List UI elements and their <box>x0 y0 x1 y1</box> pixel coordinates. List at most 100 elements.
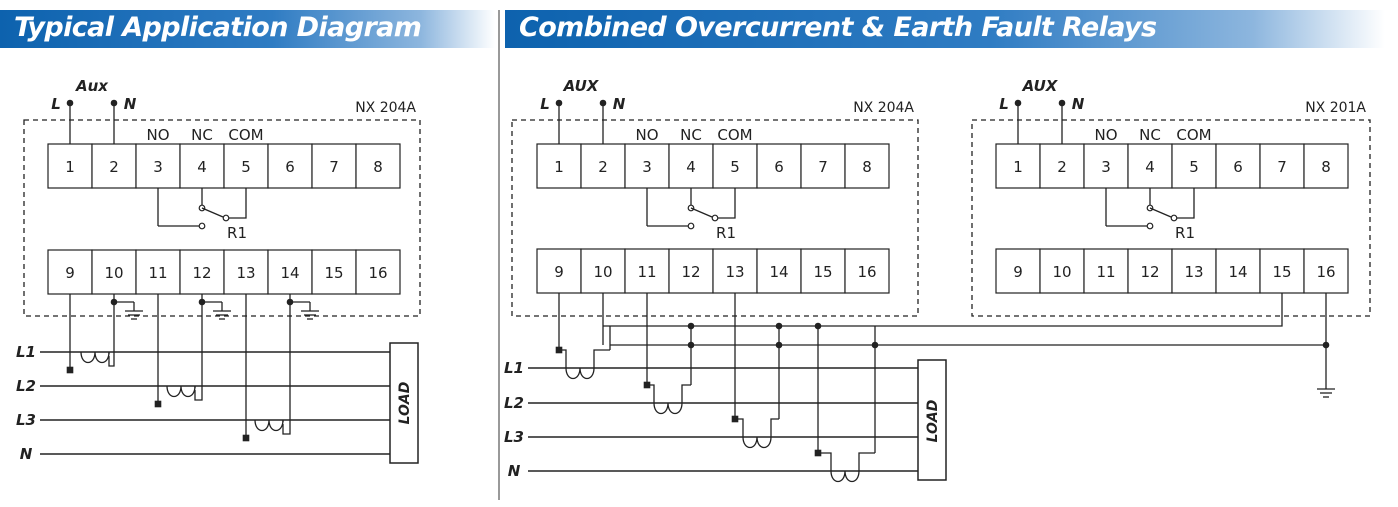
ct-return-wire <box>593 349 610 368</box>
no-contact <box>687 222 695 230</box>
terminal-12 <box>1127 248 1173 294</box>
ct-return-wire <box>770 418 779 437</box>
terminal-9 <box>536 248 582 294</box>
line-label-n: N <box>20 445 33 463</box>
terminal-13 <box>712 248 758 294</box>
terminal-number: 13 <box>236 264 255 282</box>
ct-wire <box>818 452 832 471</box>
aux-n-label: N <box>613 95 626 113</box>
contact-label-no: NO <box>635 126 658 144</box>
aux-l-label: L <box>999 95 1009 113</box>
ground-icon <box>213 302 231 320</box>
terminal-1 <box>995 143 1041 189</box>
aux-label: Aux <box>75 77 109 95</box>
terminal-12 <box>668 248 714 294</box>
ct-polarity-mark <box>154 400 162 408</box>
ct-coil-icon <box>80 351 110 364</box>
terminal-14 <box>756 248 802 294</box>
terminal-number: 13 <box>725 263 744 281</box>
terminal-15 <box>1259 248 1305 294</box>
line-label-n: N <box>508 462 521 480</box>
terminal-8 <box>844 143 890 189</box>
terminal-number: 15 <box>813 263 832 281</box>
terminal-number: 10 <box>104 264 123 282</box>
terminal-6 <box>267 143 313 189</box>
terminal-number: 6 <box>1233 158 1243 176</box>
terminal-10 <box>1039 248 1085 294</box>
ct-coil-icon <box>565 367 595 380</box>
terminal-number: 8 <box>1321 158 1331 176</box>
terminal-number: 1 <box>65 158 75 176</box>
terminal-number: 8 <box>373 158 383 176</box>
terminal-number: 14 <box>1228 263 1247 281</box>
terminal-number: 13 <box>1184 263 1203 281</box>
terminal-number: 8 <box>862 158 872 176</box>
terminal-16 <box>844 248 890 294</box>
ct-coil-icon <box>254 419 284 432</box>
terminal-11 <box>1083 248 1129 294</box>
relay-label: R1 <box>1175 224 1195 242</box>
relay-label: R1 <box>227 224 247 242</box>
terminal-number: 12 <box>1140 263 1159 281</box>
terminal-8 <box>355 143 401 189</box>
com-wire <box>229 188 247 219</box>
terminal-number: 11 <box>637 263 656 281</box>
right-title: Combined Overcurrent & Earth Fault Relay… <box>519 12 1157 43</box>
terminal-6 <box>756 143 802 189</box>
terminal-number: 9 <box>1013 263 1023 281</box>
terminal-number: 7 <box>329 158 339 176</box>
ct-return-wire <box>859 345 875 471</box>
terminal-number: 14 <box>769 263 788 281</box>
line-label-l1: L1 <box>504 359 524 377</box>
terminal-number: 15 <box>324 264 343 282</box>
terminal-10 <box>91 249 137 295</box>
ct-polarity-mark <box>66 366 74 374</box>
ground-icon <box>1317 380 1335 398</box>
com-contact <box>222 214 230 222</box>
ct-coil-icon <box>653 402 683 415</box>
ground-icon <box>301 302 319 320</box>
ct-return-wire <box>282 420 291 435</box>
ct-return-wire <box>682 326 691 403</box>
terminal-number: 5 <box>730 158 740 176</box>
line-label-l2: L2 <box>504 394 524 412</box>
contact-label-nc: NC <box>191 126 213 144</box>
terminal-number: 16 <box>857 263 876 281</box>
terminal-number: 3 <box>642 158 652 176</box>
terminal-8 <box>1303 143 1349 189</box>
terminal-number: 1 <box>554 158 564 176</box>
relay-model: NX 201A <box>1305 100 1366 116</box>
terminal-14 <box>267 249 313 295</box>
contact-label-nc: NC <box>680 126 702 144</box>
terminal-number: 12 <box>192 264 211 282</box>
ct-polarity-mark <box>242 434 250 442</box>
line-label-l3: L3 <box>16 411 36 429</box>
relay-switch-blade <box>201 207 224 218</box>
terminal-number: 7 <box>818 158 828 176</box>
com-contact <box>711 214 719 222</box>
terminal-number: 4 <box>1145 158 1155 176</box>
terminal-number: 5 <box>241 158 251 176</box>
aux-l-label: L <box>51 95 61 113</box>
terminal-4 <box>1127 143 1173 189</box>
terminal-number: 10 <box>593 263 612 281</box>
terminal-number: 12 <box>681 263 700 281</box>
terminal-number: 15 <box>1272 263 1291 281</box>
ct-return-wire <box>194 386 203 401</box>
terminal-number: 11 <box>1096 263 1115 281</box>
relay-label: R1 <box>716 224 736 242</box>
ct-coil-icon <box>742 436 772 449</box>
terminal-number: 3 <box>1101 158 1111 176</box>
terminal-1 <box>536 143 582 189</box>
residual-bus <box>603 293 1283 327</box>
terminal-14 <box>1215 248 1261 294</box>
terminal-15 <box>800 248 846 294</box>
terminal-7 <box>1259 143 1305 189</box>
aux-label: AUX <box>1022 77 1059 95</box>
